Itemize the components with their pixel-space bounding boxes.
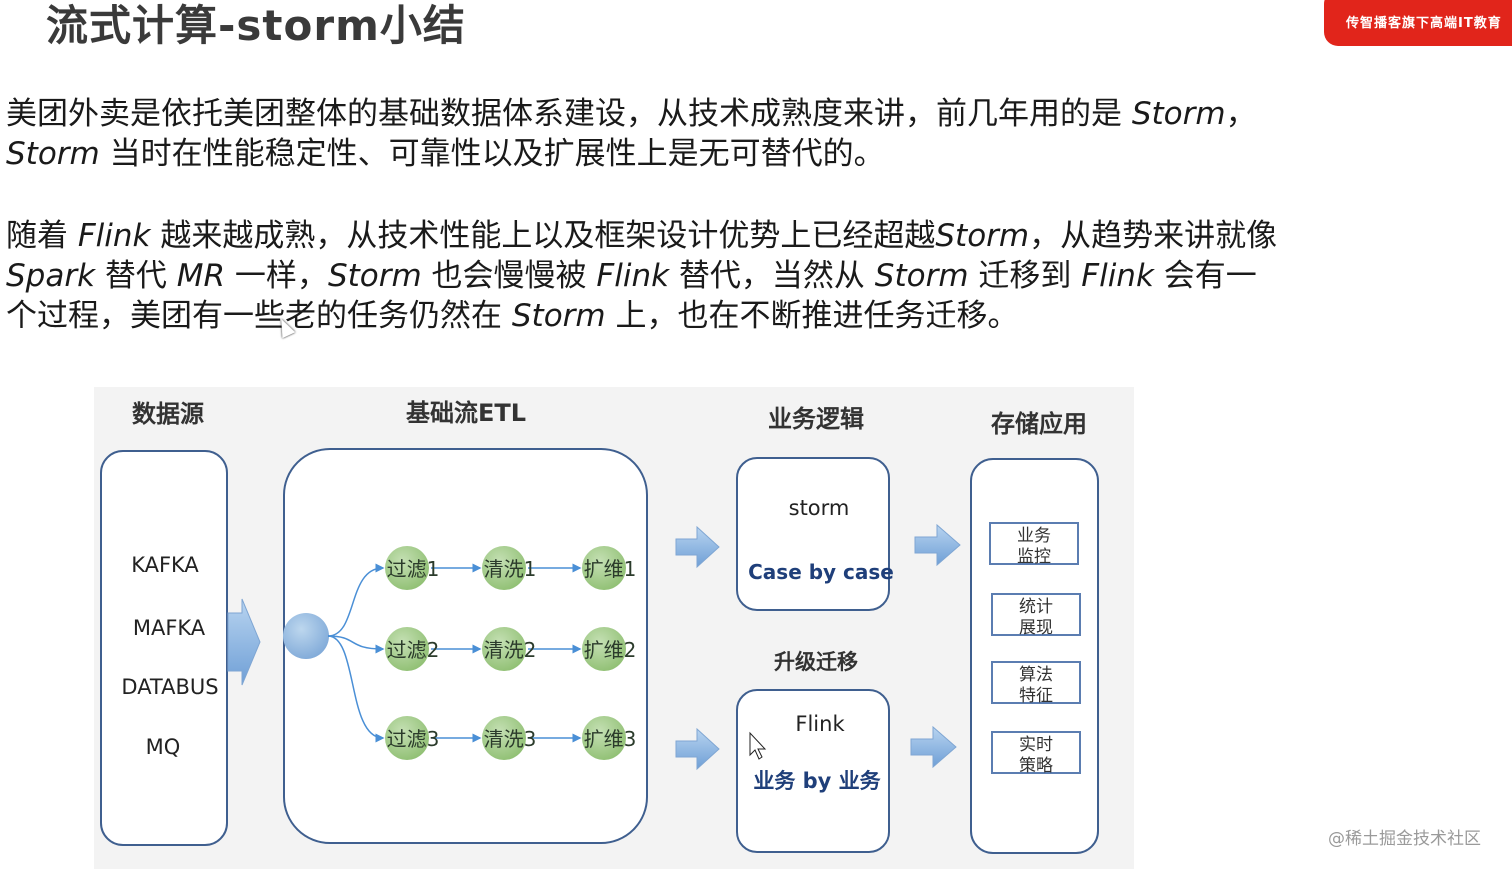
etl-node-label: 扩维1	[584, 557, 637, 581]
etl-node	[385, 546, 429, 590]
paragraph-line: Spark 替代 MR 一样，Storm 也会慢慢被 Flink 替代，当然从 …	[6, 258, 1257, 294]
storm-desc: Case by case	[748, 560, 894, 584]
etl-node-label: 清洗1	[484, 557, 537, 581]
source-item: MQ	[146, 735, 181, 759]
architecture-diagram: 数据源 基础流ETL 业务逻辑 存储应用 KAFKA MAFKA DATABUS…	[94, 387, 1134, 869]
storage-app-box	[991, 661, 1081, 704]
storage-app-box	[989, 522, 1079, 565]
etl-node	[385, 627, 429, 671]
mouse-cursor-icon	[749, 731, 767, 760]
flow-arrow-icon	[675, 727, 720, 771]
etl-node	[482, 716, 526, 760]
paragraph-line: 个过程，美团有一些老的任务仍然在 Storm 上，也在不断推进任务迁移。	[6, 298, 1019, 334]
paragraph-storm-intro: 美团外卖是依托美团整体的基础数据体系建设，从技术成熟度来讲，前几年用的是 Sto…	[6, 94, 1257, 174]
etl-link	[327, 635, 385, 654]
storage-app-label: 特征	[1019, 686, 1053, 706]
brand-logo: 传智播客旗下高端IT教育	[1324, 0, 1512, 46]
etl-node	[582, 546, 626, 590]
storage-app-label: 策略	[1019, 756, 1053, 776]
etl-node-label: 过滤1	[387, 557, 440, 581]
paragraph-line: Storm 当时在性能稳定性、可靠性以及扩展性上是无可替代的。	[6, 136, 885, 172]
etl-node-label: 清洗2	[484, 638, 537, 662]
etl-link	[327, 563, 385, 637]
source-item: MAFKA	[133, 616, 206, 640]
storage-app-label: 监控	[1017, 547, 1051, 567]
etl-node-label: 过滤3	[387, 727, 440, 751]
header-logic: 业务逻辑	[768, 405, 864, 433]
storage-app-label: 展现	[1019, 618, 1053, 638]
watermark: @稀土掘金技术社区	[1328, 829, 1481, 849]
etl-link	[327, 635, 385, 743]
brand-text: 传智播客旗下高端IT教育	[1346, 16, 1502, 31]
flow-arrow-icon	[227, 598, 261, 686]
etl-node	[385, 716, 429, 760]
etl-node	[582, 627, 626, 671]
source-box	[100, 450, 228, 846]
storm-name: storm	[789, 496, 850, 520]
storage-app-box	[991, 731, 1081, 774]
paragraph-flink-migration: 随着 Flink 越来越成熟，从技术性能上以及框架设计优势上已经超越Storm，…	[6, 216, 1277, 336]
etl-node-label: 清洗3	[484, 727, 537, 751]
flink-box	[736, 689, 890, 853]
flink-desc: 业务 by 业务	[753, 769, 881, 793]
storm-box	[736, 457, 890, 611]
source-item: KAFKA	[131, 553, 199, 577]
paragraph-line: 随着 Flink 越来越成熟，从技术性能上以及框架设计优势上已经超越Storm，…	[6, 218, 1278, 254]
etl-node-label: 扩维2	[584, 638, 637, 662]
migrate-label: 升级迁移	[774, 650, 858, 674]
storage-app-box	[991, 593, 1081, 636]
flow-arrow-icon	[675, 525, 720, 569]
etl-hub-node	[283, 613, 329, 659]
flow-arrow-icon	[910, 725, 957, 769]
storage-app-label: 算法	[1019, 665, 1053, 685]
storage-box	[970, 458, 1099, 854]
etl-nodes: 过滤1 清洗1 扩维1 过滤2 清洗2 扩维2 过滤3 清洗3 扩维3	[385, 546, 636, 760]
header-storage: 存储应用	[991, 410, 1087, 438]
source-item: DATABUS	[121, 675, 218, 699]
flink-name: Flink	[795, 712, 845, 736]
paragraph-line: 美团外卖是依托美团整体的基础数据体系建设，从技术成熟度来讲，前几年用的是 Sto…	[6, 96, 1257, 132]
header-etl: 基础流ETL	[406, 399, 526, 427]
flow-arrow-icon	[914, 523, 961, 567]
etl-box	[283, 448, 648, 844]
etl-node-label: 过滤2	[387, 638, 440, 662]
etl-node	[482, 546, 526, 590]
etl-node	[582, 716, 626, 760]
etl-node-label: 扩维3	[584, 727, 637, 751]
architecture-diagram-svg: 数据源 基础流ETL 业务逻辑 存储应用 KAFKA MAFKA DATABUS…	[100, 399, 1099, 854]
storage-app-label: 业务	[1017, 526, 1051, 546]
header-source: 数据源	[132, 400, 204, 428]
etl-links	[327, 563, 582, 743]
etl-node	[482, 627, 526, 671]
storage-app-label: 实时	[1019, 735, 1053, 755]
storage-app-label: 统计	[1019, 597, 1053, 617]
page-title: 流式计算-storm小结	[46, 1, 466, 50]
